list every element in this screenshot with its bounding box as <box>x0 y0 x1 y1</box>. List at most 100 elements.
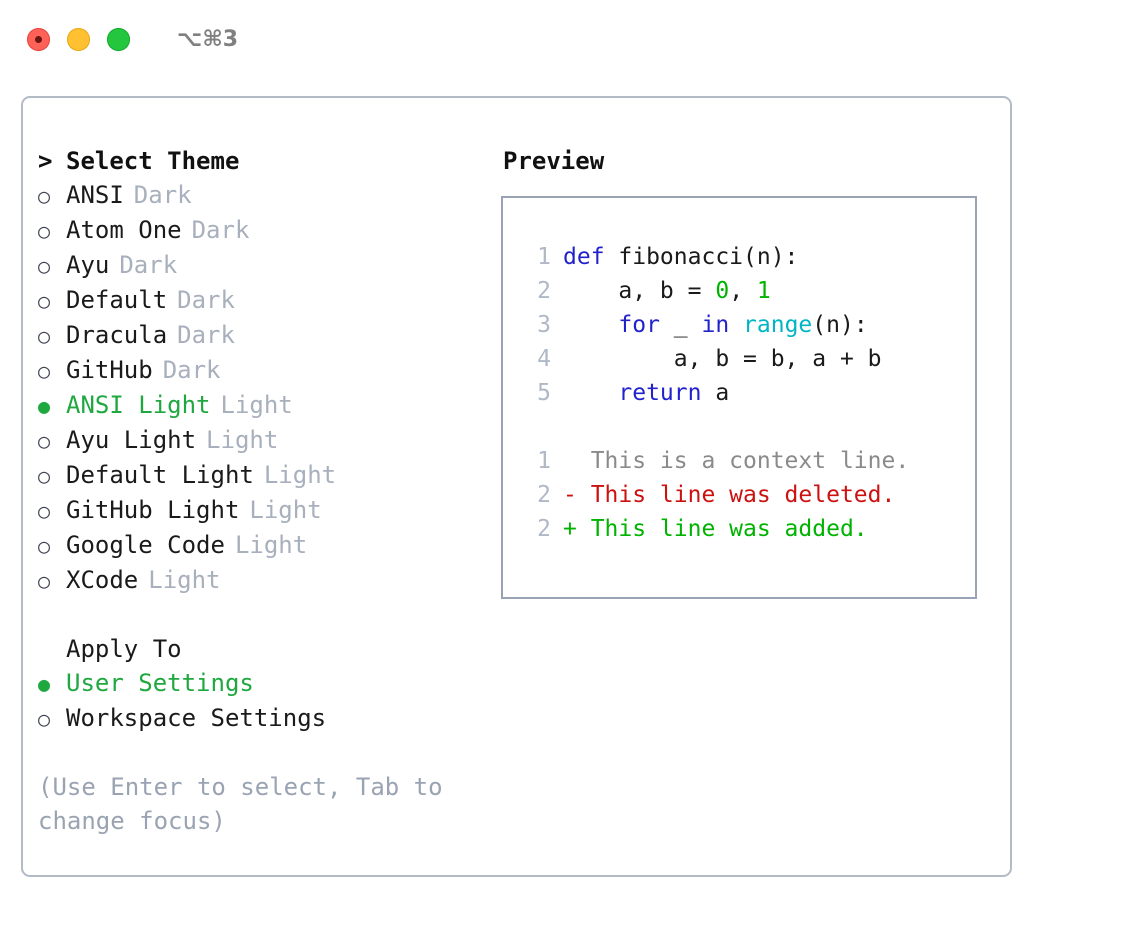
diff-line-number: 2 <box>537 516 551 542</box>
recording-dot-icon <box>35 35 42 43</box>
radio-unselected-icon: ○ <box>38 289 51 313</box>
theme-option-variant-tag: Dark <box>133 181 192 209</box>
theme-option-variant-tag: Dark <box>162 356 221 384</box>
code-line-text: for _ in range(n): <box>563 308 868 342</box>
code-token-fn: range <box>743 312 813 338</box>
radio-unselected-icon: ○ <box>38 499 51 523</box>
theme-option-11[interactable]: ○ XCode Light <box>38 563 488 598</box>
diff-line: 2 - This line was deleted. <box>517 478 975 512</box>
keyboard-hint-text: (Use Enter to select, Tab to change focu… <box>38 773 443 835</box>
minimize-button[interactable] <box>67 27 90 51</box>
code-line-text: return a <box>563 376 729 410</box>
code-line: 1 def fibonacci(n): <box>517 240 975 274</box>
code-token-num: 0 <box>715 278 730 304</box>
preview-heading-label: Preview <box>503 147 605 175</box>
theme-option-5[interactable]: ○ GitHub Dark <box>38 353 488 388</box>
code-line: 2 a, b = 0, 1 <box>517 274 975 308</box>
window-controls <box>27 27 130 51</box>
code-diff-spacer <box>517 410 975 444</box>
theme-option-variant-tag: Light <box>220 391 293 419</box>
title-bar: ⌥⌘3 <box>0 0 1140 78</box>
code-line: 4 a, b = b, a + b <box>517 342 975 376</box>
diff-line-text-ctx: This is a context line. <box>563 448 910 474</box>
radio-unselected-icon: ○ <box>38 219 51 243</box>
apply-to-heading: Apply To <box>38 632 488 666</box>
code-token-plain: (n): <box>812 312 868 338</box>
radio-selected-icon: ● <box>38 394 51 418</box>
theme-option-variant-tag: Dark <box>119 251 178 279</box>
theme-option-1[interactable]: ○ Atom One Dark <box>38 213 488 248</box>
theme-option-label: GitHub <box>66 356 153 384</box>
select-theme-heading: > Select Theme <box>38 144 488 178</box>
apply-to-option-list[interactable]: ● User Settings ○Workspace Settings <box>38 666 488 736</box>
code-token-plain: _ <box>659 312 702 338</box>
theme-option-label: Atom One <box>66 216 182 244</box>
theme-option-variant-tag: Dark <box>177 321 235 349</box>
theme-option-variant-tag: Light <box>263 461 337 489</box>
apply-option-label: Workspace Settings <box>66 704 327 732</box>
diff-line-text-del: - This line was deleted. <box>563 482 896 508</box>
shortcut-label: ⌥⌘3 <box>177 26 239 52</box>
focus-marker: > <box>38 147 53 175</box>
code-token-kw: in <box>701 312 730 338</box>
code-line-number: 2 <box>537 278 551 304</box>
theme-option-9[interactable]: ○ GitHub Light Light <box>38 493 488 528</box>
theme-option-3[interactable]: ○ Default Dark <box>38 283 488 318</box>
code-line: 3 for _ in range(n): <box>517 308 975 342</box>
radio-unselected-icon: ○ <box>38 569 51 593</box>
theme-option-label: Ayu Light <box>66 426 197 454</box>
code-token-plain <box>563 380 618 406</box>
diff-line: 2 + This line was added. <box>517 512 975 546</box>
code-token-plain: fibonacci(n): <box>604 244 799 270</box>
maximize-button[interactable] <box>107 27 130 51</box>
code-token-plain: , <box>729 278 757 304</box>
theme-option-label: XCode <box>66 566 139 594</box>
theme-option-variant-tag: Dark <box>191 216 250 244</box>
apply-option-1[interactable]: ○Workspace Settings <box>38 701 488 736</box>
code-token-plain <box>563 312 618 338</box>
theme-option-variant-tag: Light <box>148 566 221 594</box>
theme-option-variant-tag: Light <box>249 496 322 524</box>
diff-line-text-add: + This line was added. <box>563 516 868 542</box>
code-line-text: a, b = 0, 1 <box>563 274 771 308</box>
code-line-number: 1 <box>537 244 551 270</box>
theme-option-label: GitHub Light <box>66 496 240 524</box>
diff-sample: 1 This is a context line.2- This line wa… <box>517 444 975 546</box>
radio-unselected-icon: ○ <box>38 254 51 278</box>
radio-unselected-icon: ○ <box>38 359 51 383</box>
apply-option-label: User Settings <box>66 669 254 697</box>
theme-option-7[interactable]: ○ Ayu Light Light <box>38 423 488 458</box>
theme-option-label: Default <box>66 286 168 314</box>
close-button[interactable] <box>27 27 50 51</box>
theme-option-label: ANSI <box>66 181 124 209</box>
code-token-num: 1 <box>756 278 771 304</box>
theme-option-label: Google Code <box>66 531 225 559</box>
theme-option-8[interactable]: ○ Default Light Light <box>38 458 488 493</box>
theme-option-label: Default Light <box>66 461 254 489</box>
theme-option-label: Dracula <box>66 321 168 349</box>
select-theme-heading-label: Select Theme <box>66 147 240 175</box>
diff-line-number: 2 <box>537 482 551 508</box>
theme-option-variant-tag: Light <box>206 426 279 454</box>
code-token-kw: return <box>618 380 702 406</box>
focus-marker-inactive <box>38 632 66 666</box>
code-line-text: def fibonacci(n): <box>563 240 798 274</box>
radio-unselected-icon: ○ <box>38 464 51 488</box>
radio-unselected-icon: ○ <box>38 429 51 453</box>
theme-option-variant-tag: Dark <box>177 286 235 314</box>
apply-option-0[interactable]: ● User Settings <box>38 666 488 701</box>
code-token-plain: a, b = b, a + b <box>563 346 882 372</box>
radio-selected-icon: ● <box>38 672 51 696</box>
